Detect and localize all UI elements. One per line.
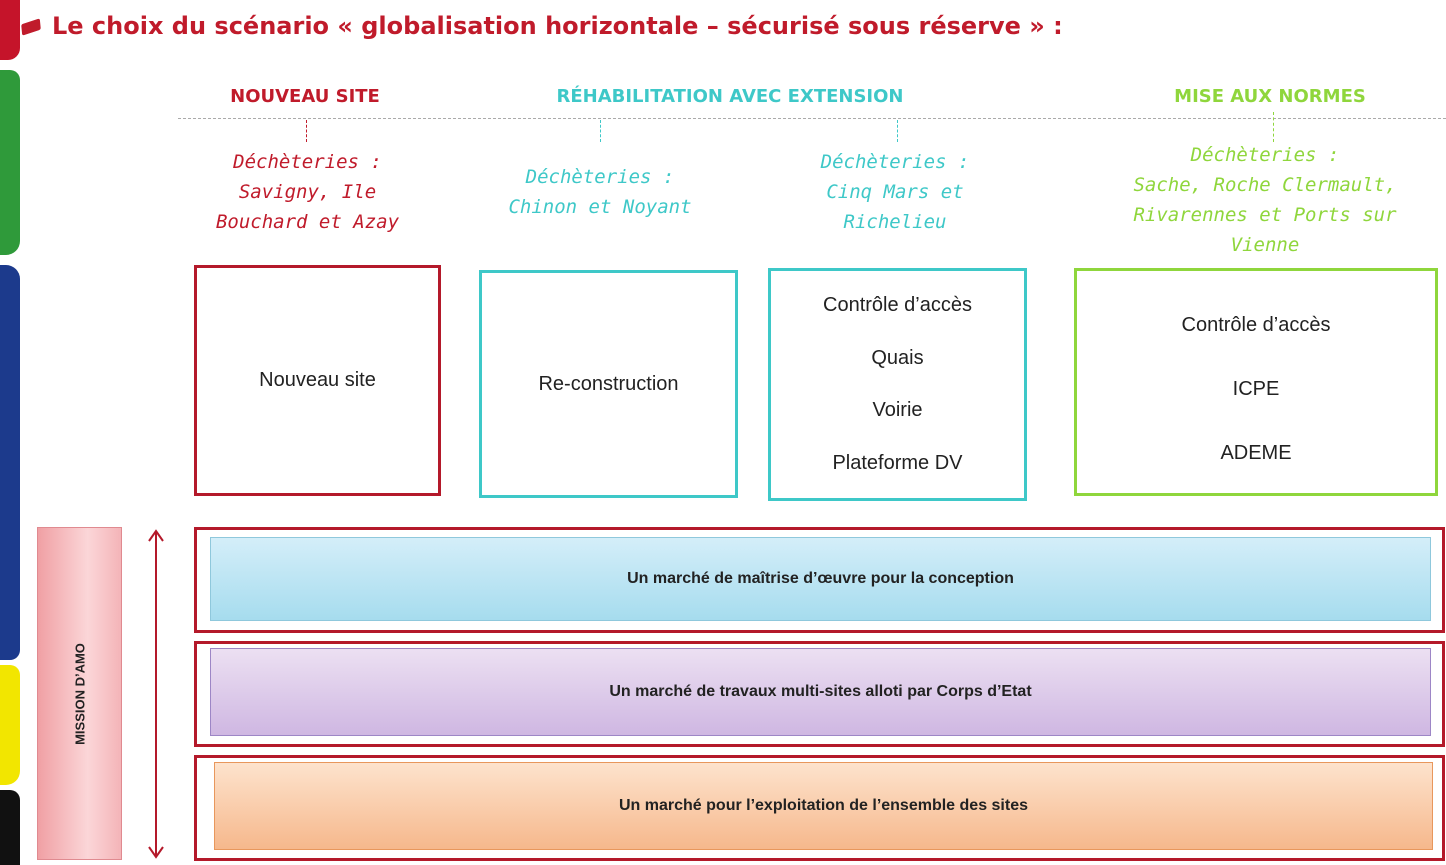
bullet-icon (21, 18, 41, 36)
decor-stripe-red (0, 0, 20, 60)
box-reconstruction: Re-construction (479, 270, 738, 498)
market-row-conception (194, 527, 1445, 633)
market-row-exploitation (194, 755, 1445, 861)
box-nouveau-site: Nouveau site (194, 265, 441, 496)
box-extension-works: Contrôle d’accès Quais Voirie Plateforme… (768, 268, 1027, 501)
site-list-mise-aux-normes: Déchèteries : Sache, Roche Clermault, Ri… (1133, 144, 1397, 256)
amo-side-panel: MISSION D’AMO (37, 527, 122, 860)
decor-stripe-black (0, 790, 20, 865)
market-bar-exploitation: Un marché pour l’exploitation de l’ensem… (214, 762, 1433, 850)
site-list-rehabilitation-1: Déchèteries : Chinon et Noyant (508, 166, 692, 218)
market-bar-travaux: Un marché de travaux multi-sites alloti … (210, 648, 1431, 736)
decor-stripe-green (0, 70, 20, 255)
page-title: Le choix du scénario « globalisation hor… (21, 12, 1063, 40)
box-item: Contrôle d’accès (823, 293, 972, 316)
connector-tick (1273, 112, 1274, 142)
box-item: Contrôle d’accès (1181, 314, 1331, 336)
category-heading-rehabilitation: RÉHABILITATION AVEC EXTENSION (556, 86, 904, 107)
site-list-nouveau-site: Déchèteries : Savigny, Ile Bouchard et A… (215, 151, 400, 233)
box-item: Plateforme DV (832, 452, 963, 475)
decor-stripe-blue (0, 265, 20, 660)
double-arrow-icon (148, 529, 164, 859)
category-heading-nouveau-site: NOUVEAU SITE (230, 86, 380, 107)
market-bar-conception: Un marché de maîtrise d’œuvre pour la co… (210, 537, 1431, 621)
category-heading-mise-aux-normes: MISE AUX NORMES (1174, 86, 1366, 107)
connector-tick (897, 120, 898, 142)
decor-stripe-yellow (0, 665, 20, 785)
box-item: Voirie (872, 399, 923, 422)
header-divider (178, 118, 1446, 119)
amo-side-label: MISSION D’AMO (72, 642, 87, 745)
market-row-travaux (194, 641, 1445, 747)
box-item: ADEME (1220, 442, 1292, 464)
site-list-rehabilitation-2: Déchèteries : Cinq Mars et Richelieu (820, 151, 970, 233)
box-item: ICPE (1232, 378, 1280, 400)
page-title-text: Le choix du scénario « globalisation hor… (52, 12, 1063, 40)
connector-tick (600, 120, 601, 142)
box-item: Quais (871, 346, 924, 369)
box-item: Nouveau site (259, 369, 376, 391)
connector-tick (306, 120, 307, 142)
box-item: Re-construction (538, 372, 679, 395)
box-mise-aux-normes: Contrôle d’accès ICPE ADEME (1074, 268, 1438, 496)
